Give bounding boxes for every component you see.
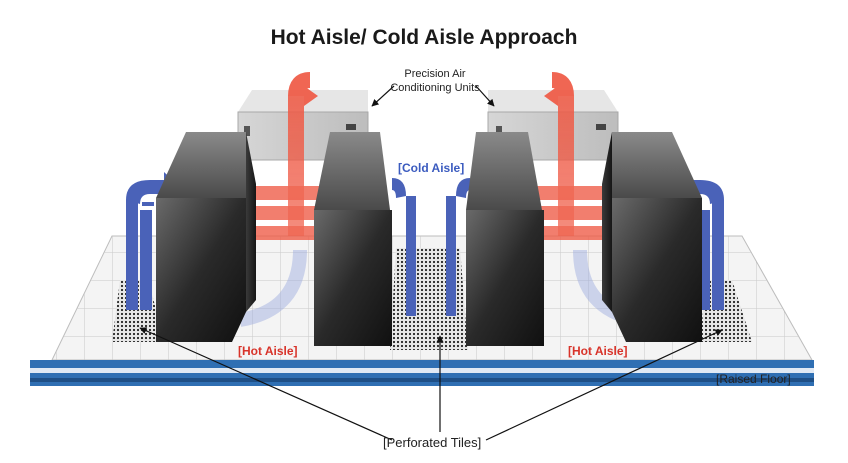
callout-lines [139, 85, 723, 441]
rack-row-2 [314, 132, 392, 346]
precision-air-label: Precision Air Conditioning Units [380, 67, 490, 95]
rack-row-1 [156, 132, 256, 342]
cold-aisle-label: [Cold Aisle] [398, 161, 465, 175]
precision-air-label-line1: Precision Air [404, 68, 466, 80]
hot-aisle-label-left: [Hot Aisle] [238, 344, 298, 358]
rack-row-3 [466, 132, 544, 346]
perforated-tile-center [390, 248, 468, 350]
rack-row-4 [602, 132, 702, 342]
cold-air-flow [126, 172, 724, 316]
perforated-tiles-label: [Perforated Tiles] [383, 435, 482, 450]
diagram-title: Hot Aisle/ Cold Aisle Approach [270, 26, 578, 49]
raised-floor-label: [Raised Floor] [716, 372, 791, 386]
hot-air-flow [245, 72, 620, 240]
hot-aisle-label-right: [Hot Aisle] [568, 344, 628, 358]
precision-air-label-line2: Conditioning Units [390, 82, 480, 94]
